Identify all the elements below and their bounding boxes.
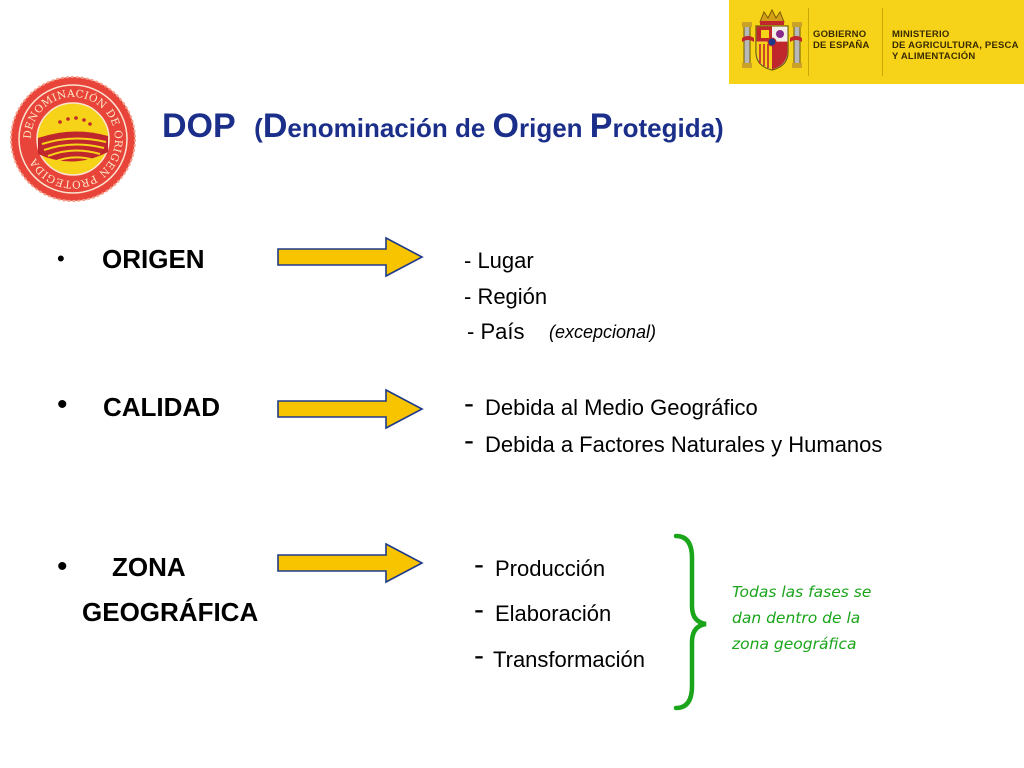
zona-item-transformacion: Transformación <box>493 647 646 672</box>
title-paren: ( <box>254 113 263 143</box>
label-origen: ORIGEN <box>102 244 205 274</box>
coat-of-arms-icon <box>742 8 802 71</box>
title-acronym: DOP <box>162 107 236 145</box>
page-title: DOP (Denominación de Origen Protegida) <box>162 107 724 146</box>
ministerio-line-3: Y ALIMENTACIÓN <box>892 51 976 62</box>
note-line-1: Todas las fases se <box>732 583 872 601</box>
banner-divider <box>882 8 883 76</box>
zona-item-produccion: Producción <box>495 556 606 581</box>
gobierno-line-2: DE ESPAÑA <box>813 40 870 51</box>
bullet: • <box>57 550 68 583</box>
note-line-2: dan dentro de la <box>732 609 861 627</box>
calidad-item-2: Debida a Factores Naturales y Humanos <box>485 432 883 457</box>
ministerio-label: MINISTERIO DE AGRICULTURA, PESCA Y ALIME… <box>892 29 1019 62</box>
banner-divider <box>808 8 809 76</box>
dash: - <box>474 639 484 672</box>
gobierno-line-1: GOBIERNO <box>813 29 867 40</box>
title-part-3: rotegida) <box>612 113 724 143</box>
dop-seal-logo: DENOMINACIÓN DE ORIGEN PROTEGIDA <box>10 76 136 202</box>
dash: - <box>474 593 484 626</box>
calidad-item-1: Debida al Medio Geográfico <box>485 395 758 420</box>
origen-aside: (excepcional) <box>549 322 657 342</box>
arrow-icon <box>277 388 424 430</box>
gobierno-label: GOBIERNO DE ESPAÑA <box>813 29 870 51</box>
zona-item-elaboracion: Elaboración <box>495 601 612 626</box>
bullet: • <box>57 388 68 421</box>
zona-note: Todas las fases se dan dentro de la zona… <box>732 579 871 657</box>
ministerio-line-2: DE AGRICULTURA, PESCA <box>892 40 1019 51</box>
label-zona: ZONA <box>112 552 186 582</box>
dash: - <box>464 387 474 420</box>
label-geografica: GEOGRÁFICA <box>82 597 259 627</box>
title-initial-o: O <box>492 107 519 145</box>
dash: - <box>464 424 474 457</box>
dash: - <box>474 548 484 581</box>
ministerio-line-1: MINISTERIO <box>892 29 950 40</box>
origen-item-lugar: - Lugar <box>464 248 534 273</box>
arrow-icon <box>277 542 424 584</box>
title-initial-p: P <box>589 107 613 145</box>
bullet: • <box>57 246 65 271</box>
title-initial-d: D <box>262 107 288 145</box>
label-calidad: CALIDAD <box>103 392 220 422</box>
origen-item-pais: - País <box>467 319 525 344</box>
arrow-icon <box>277 236 424 278</box>
note-line-3: zona geográfica <box>732 635 857 653</box>
title-part-2: rigen <box>518 113 590 143</box>
title-part-1: enominación de <box>287 113 493 143</box>
origen-item-region: - Región <box>464 284 548 309</box>
curly-brace-icon <box>673 533 707 711</box>
